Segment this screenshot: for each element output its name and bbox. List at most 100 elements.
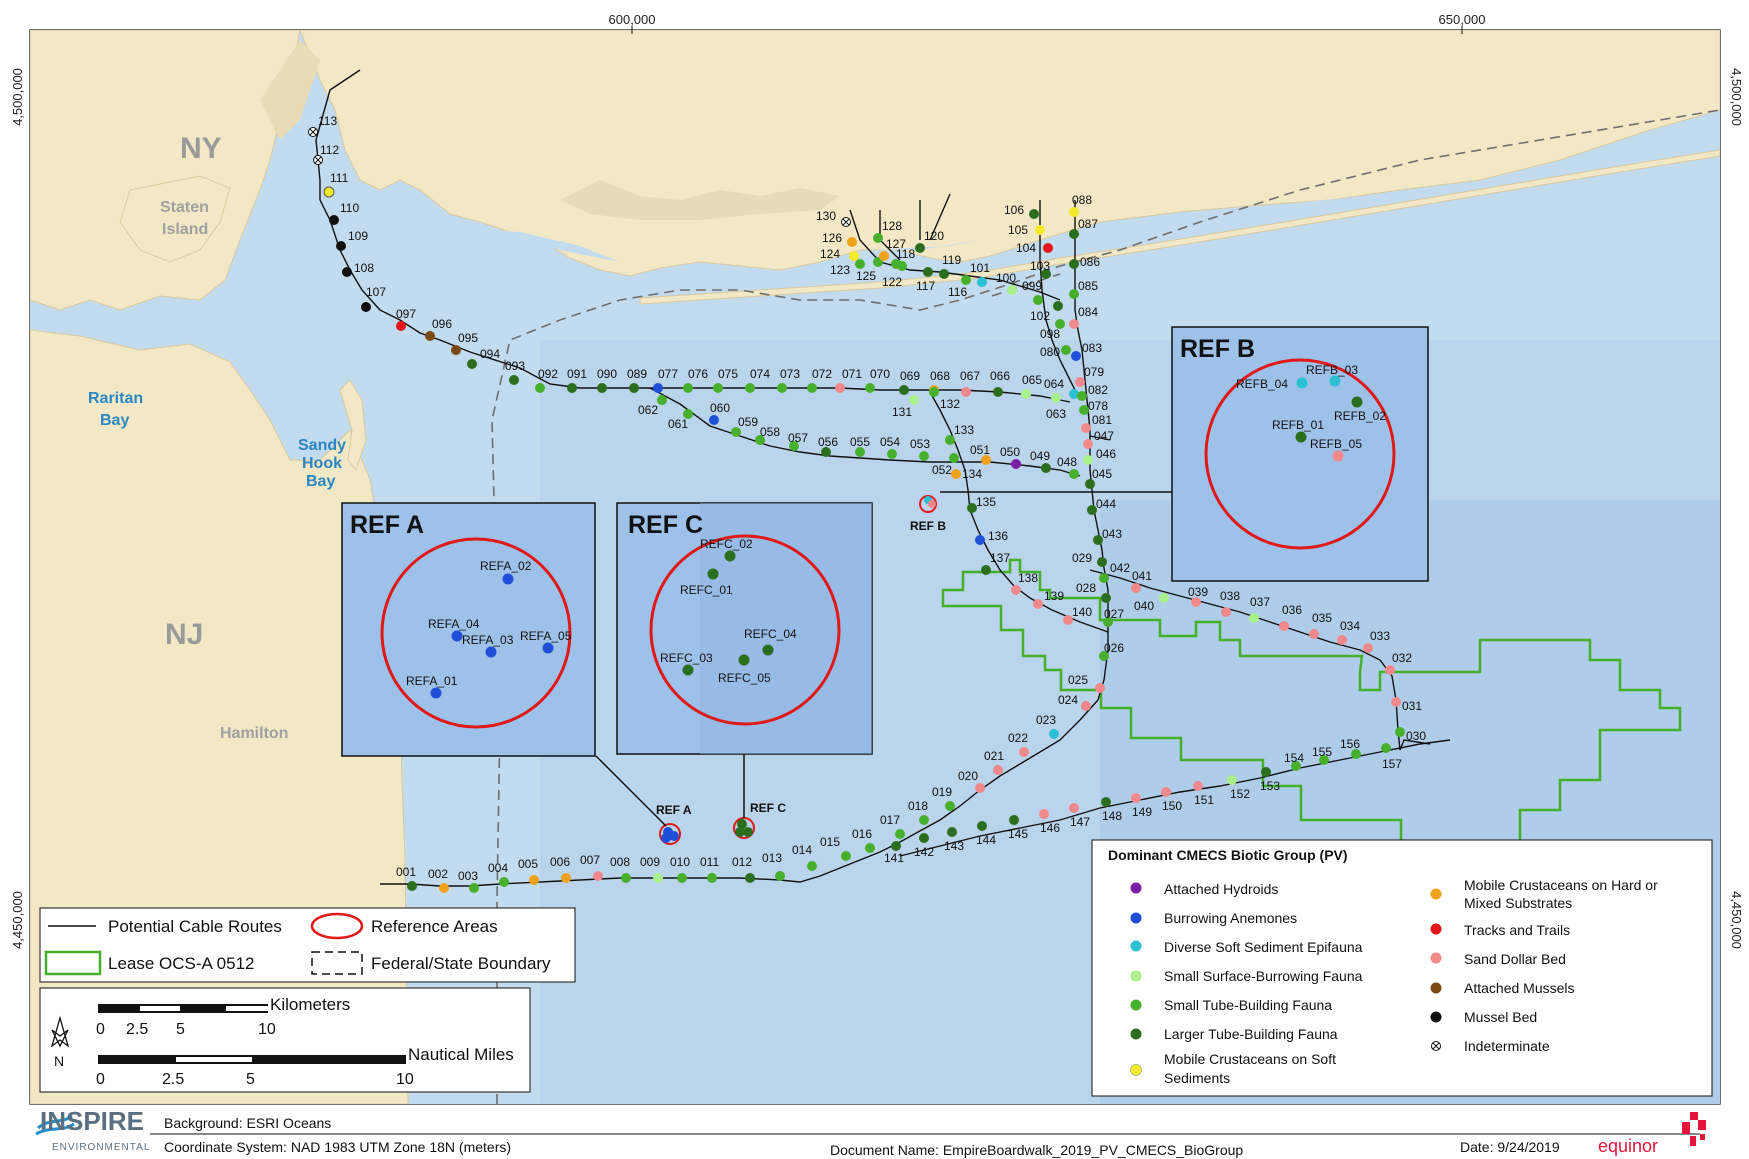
station-054-label: 054 xyxy=(880,435,900,449)
station-026-label: 026 xyxy=(1104,641,1124,655)
station-066-marker xyxy=(993,387,1003,397)
station-055-label: 055 xyxy=(850,435,870,449)
station-015-label: 015 xyxy=(820,835,840,849)
station-024-label: 024 xyxy=(1058,693,1078,707)
biotic-legend-title: Dominant CMECS Biotic Group (PV) xyxy=(1108,847,1348,863)
station-030-marker xyxy=(1395,727,1405,737)
station-131-label: 131 xyxy=(892,405,912,419)
refa-03-label: REFA_03 xyxy=(462,633,514,647)
lease-ocs-a-0512 xyxy=(941,558,1682,852)
station-070-marker xyxy=(865,383,875,393)
station-145-label: 145 xyxy=(1008,827,1028,841)
hook-label: Hook xyxy=(302,455,342,472)
station-072-label: 072 xyxy=(812,367,832,381)
station-130-label: 130 xyxy=(816,209,836,223)
refc-04-label: REFC_04 xyxy=(744,627,797,641)
station-052-label: 052 xyxy=(932,463,952,477)
station-024-marker xyxy=(1081,701,1091,711)
legend-boundary-label: Federal/State Boundary xyxy=(371,954,551,973)
station-155-marker xyxy=(1319,755,1329,765)
y-label-4450000-left: 4,450,000 xyxy=(10,891,25,949)
ref-c-circle xyxy=(649,534,841,726)
station-098-label: 098 xyxy=(1040,327,1060,341)
station-089-label: 089 xyxy=(627,367,647,381)
station-110-marker xyxy=(329,215,339,225)
station-059-label: 059 xyxy=(738,415,758,429)
station-056-marker xyxy=(821,447,831,457)
station-004-label: 004 xyxy=(488,861,508,875)
station-006-label: 006 xyxy=(550,855,570,869)
station-099-label: 099 xyxy=(1022,279,1042,293)
station-033-label: 033 xyxy=(1370,629,1390,643)
station-026-marker xyxy=(1099,651,1109,661)
refa-02-label: REFA_02 xyxy=(480,559,532,573)
km-5: 5 xyxy=(176,1021,185,1038)
station-028-marker xyxy=(1101,593,1111,603)
station-049-label: 049 xyxy=(1030,449,1050,463)
station-050-label: 050 xyxy=(1000,445,1020,459)
legend-small-burrow: Small Surface-Burrowing Fauna xyxy=(1164,968,1363,984)
station-042-marker xyxy=(1099,573,1109,583)
station-119-marker xyxy=(939,269,949,279)
station-131-marker xyxy=(909,395,919,405)
station-035-marker xyxy=(1309,629,1319,639)
station-022-marker xyxy=(1019,747,1029,757)
station-053-marker xyxy=(919,451,929,461)
station-002-label: 002 xyxy=(428,867,448,881)
station-117-marker xyxy=(923,267,933,277)
station-053-label: 053 xyxy=(910,437,930,451)
station-128-label: 128 xyxy=(882,219,902,233)
legend-mussels: Attached Mussels xyxy=(1464,980,1575,996)
station-091-marker xyxy=(567,383,577,393)
station-037-label: 037 xyxy=(1250,595,1270,609)
station-155-label: 155 xyxy=(1312,745,1332,759)
station-088-marker xyxy=(1069,207,1079,217)
y-label-4500000-left: 4,500,000 xyxy=(10,68,25,126)
station-023-marker xyxy=(1049,729,1059,739)
station-007-marker xyxy=(593,871,603,881)
station-079-marker xyxy=(1075,377,1085,387)
legend-hydroids: Attached Hydroids xyxy=(1164,881,1278,897)
station-060-label: 060 xyxy=(710,401,730,415)
station-089-marker xyxy=(629,383,639,393)
y-label-4500000-right: 4,500,000 xyxy=(1729,68,1744,126)
station-014-marker xyxy=(807,861,817,871)
map-legend: Potential Cable Routes Reference Areas L… xyxy=(39,907,576,983)
station-109-marker xyxy=(336,241,346,251)
station-040-label: 040 xyxy=(1134,599,1154,613)
station-030-label: 030 xyxy=(1406,729,1426,743)
station-027-label: 027 xyxy=(1104,607,1124,621)
station-080-label: 080 xyxy=(1040,345,1060,359)
station-018-label: 018 xyxy=(908,799,928,813)
station-002-marker xyxy=(439,883,449,893)
station-040-marker xyxy=(1159,593,1169,603)
station-079-label: 079 xyxy=(1084,365,1104,379)
station-047-label: 047 xyxy=(1094,429,1114,443)
staten-island xyxy=(119,175,231,263)
station-082-marker xyxy=(1077,391,1087,401)
refa-05-label: REFA_05 xyxy=(520,629,572,643)
station-109-label: 109 xyxy=(348,229,368,243)
station-147-label: 147 xyxy=(1070,815,1090,829)
sandy-label: Sandy xyxy=(298,437,346,454)
station-153-marker xyxy=(1261,767,1271,777)
station-032-marker xyxy=(1385,665,1395,675)
station-004-marker xyxy=(499,877,509,887)
station-036-label: 036 xyxy=(1282,603,1302,617)
station-045-label: 045 xyxy=(1092,467,1112,481)
station-106-marker xyxy=(1029,209,1039,219)
station-029-marker xyxy=(1097,557,1107,567)
station-134-label: 134 xyxy=(962,467,982,481)
station-102-marker xyxy=(1053,301,1063,311)
ref-c-inset: REF C REFC_02 REFC_01 REFC_04 REFC_03 RE… xyxy=(616,502,873,755)
station-151-label: 151 xyxy=(1194,793,1214,807)
legend-crust-soft-2: Sediments xyxy=(1164,1070,1230,1086)
staten-label: Staten xyxy=(160,199,209,216)
station-101-label: 101 xyxy=(970,261,990,275)
station-031-marker xyxy=(1391,697,1401,707)
station-067-label: 067 xyxy=(960,369,980,383)
federal-state-boundary xyxy=(491,109,1720,1104)
station-006-marker xyxy=(561,873,571,883)
nm-2-5: 2.5 xyxy=(162,1071,184,1088)
station-139-label: 139 xyxy=(1044,589,1064,603)
